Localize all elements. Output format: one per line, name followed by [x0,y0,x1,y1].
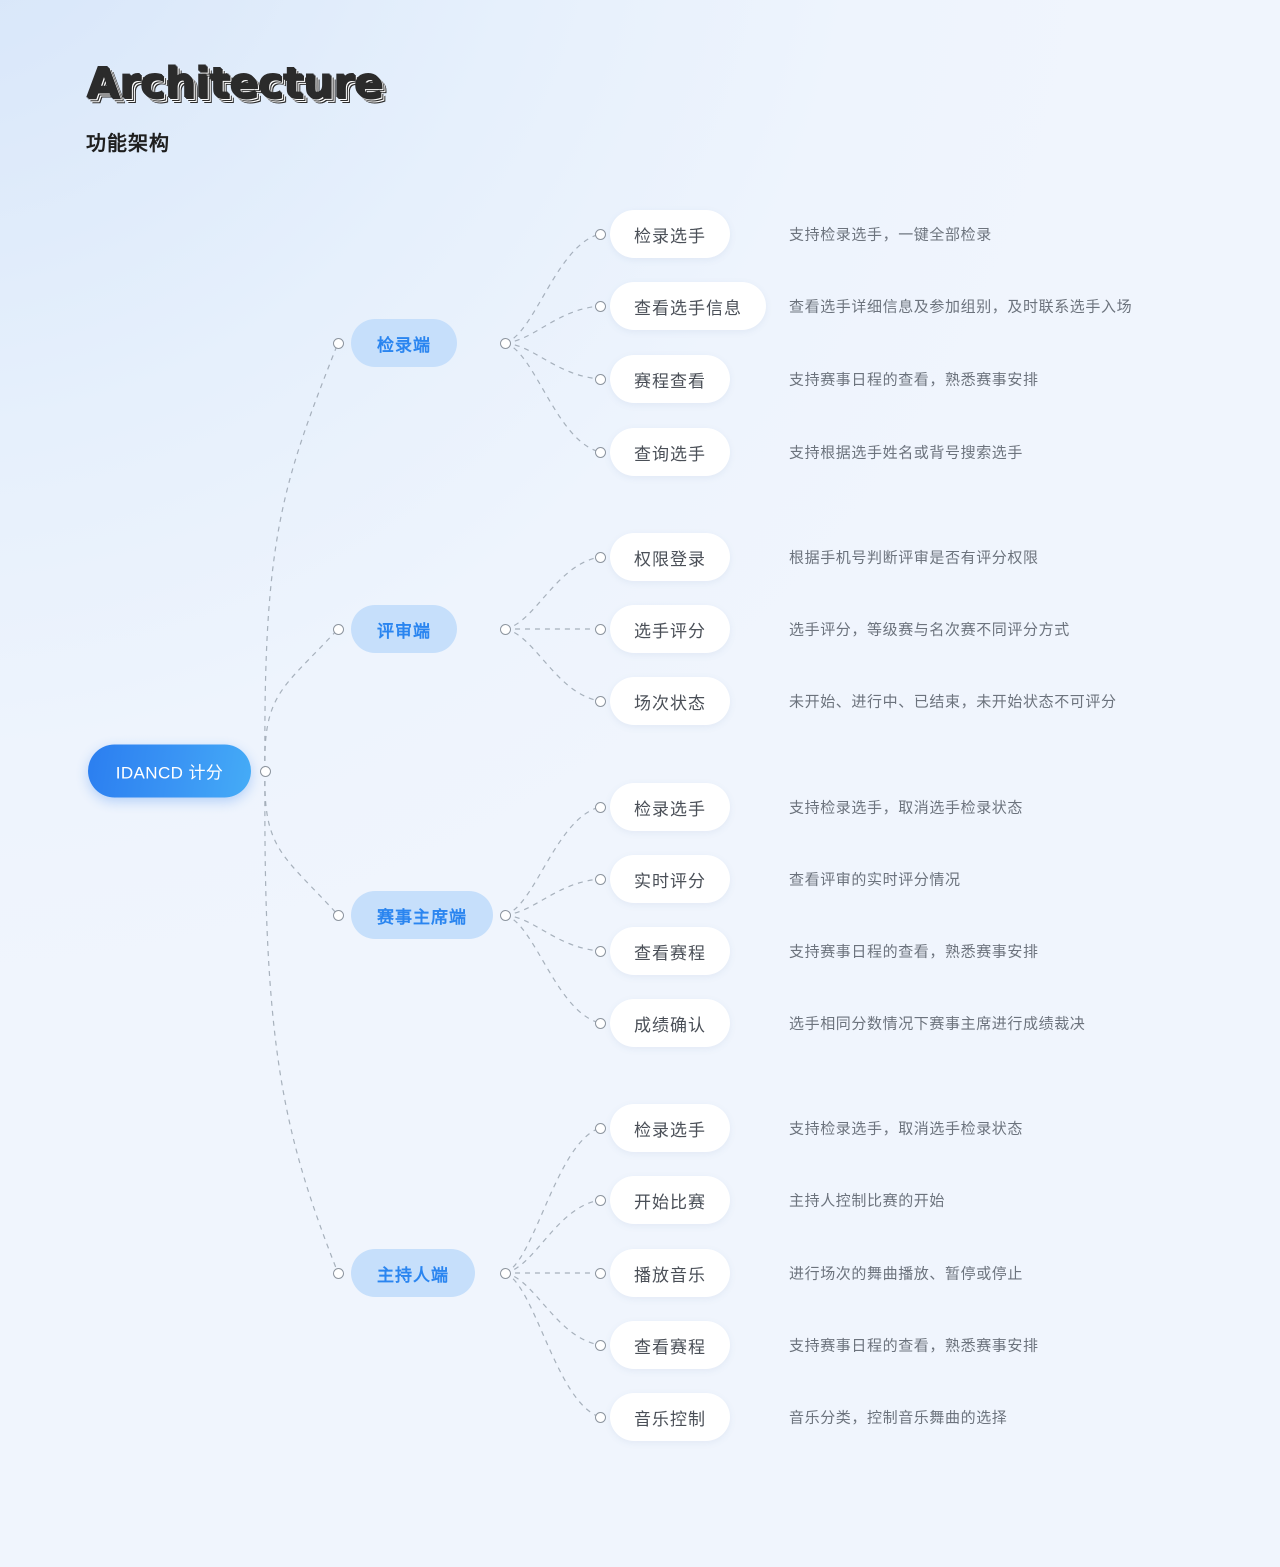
leaf-node-label: 检录选手 [634,1120,706,1140]
leaf-description: 支持赛事日程的查看，熟悉赛事安排 [789,1337,1039,1355]
leaf-node-label: 检录选手 [634,799,706,819]
leaf-node-label: 查看赛程 [634,943,706,963]
branch-in-dot-3[interactable] [332,909,344,921]
leaf-connector-dot[interactable] [594,1339,606,1351]
branch-out-dot-2[interactable] [499,623,511,635]
branch-node-4[interactable]: 主持人端 [351,1249,475,1297]
leaf-connector-dot[interactable] [594,446,606,458]
leaf-connector-dot[interactable] [594,228,606,240]
leaf-description: 支持根据选手姓名或背号搜索选手 [789,444,1024,462]
leaf-description: 支持赛事日程的查看，熟悉赛事安排 [789,371,1039,389]
leaf-connector-dot[interactable] [594,623,606,635]
page-title: Architecture [86,58,383,108]
leaf-description: 查看评审的实时评分情况 [789,871,961,889]
leaf-description: 支持检录选手，一键全部检录 [789,226,992,244]
branch-out-dot-3[interactable] [499,909,511,921]
leaf-node-label: 播放音乐 [634,1265,706,1285]
leaf-description: 音乐分类，控制音乐舞曲的选择 [789,1409,1008,1427]
branch-out-dot-1[interactable] [499,337,511,349]
branch-in-dot-4[interactable] [332,1267,344,1279]
leaf-node-label: 检录选手 [634,226,706,246]
leaf-connector-dot[interactable] [594,300,606,312]
leaf-node[interactable]: 查询选手 [610,428,730,476]
leaf-description: 主持人控制比赛的开始 [789,1192,946,1210]
leaf-node[interactable]: 检录选手 [610,1104,730,1152]
leaf-node-label: 选手评分 [634,621,706,641]
leaf-node-label: 权限登录 [634,549,706,569]
leaf-connector-dot[interactable] [594,695,606,707]
branch-node-1[interactable]: 检录端 [351,319,457,367]
leaf-description: 支持赛事日程的查看，熟悉赛事安排 [789,943,1039,961]
leaf-node-label: 赛程查看 [634,371,706,391]
leaf-description: 支持检录选手，取消选手检录状态 [789,799,1024,817]
leaf-node[interactable]: 查看赛程 [610,927,730,975]
branch-out-dot-4[interactable] [499,1267,511,1279]
leaf-description: 根据手机号判断评审是否有评分权限 [789,549,1039,567]
leaf-node-label: 成绩确认 [634,1015,706,1035]
branch-node-2[interactable]: 评审端 [351,605,457,653]
leaf-node-label: 场次状态 [634,693,706,713]
leaf-node-label: 实时评分 [634,871,706,891]
page-header: Architecture 功能架构 [86,58,383,156]
leaf-connector-dot[interactable] [594,1017,606,1029]
root-connector-dot[interactable] [259,765,271,777]
leaf-node-label: 音乐控制 [634,1409,706,1429]
leaf-node[interactable]: 开始比赛 [610,1176,730,1224]
leaf-connector-dot[interactable] [594,945,606,957]
leaf-connector-dot[interactable] [594,1411,606,1423]
leaf-node[interactable]: 检录选手 [610,783,730,831]
page-subtitle: 功能架构 [86,133,170,155]
leaf-connector-dot[interactable] [594,1267,606,1279]
leaf-description: 未开始、进行中、已结束，未开始状态不可评分 [789,693,1117,711]
leaf-node[interactable]: 权限登录 [610,533,730,581]
leaf-node[interactable]: 选手评分 [610,605,730,653]
leaf-description: 支持检录选手，取消选手检录状态 [789,1120,1024,1138]
leaf-description: 选手相同分数情况下赛事主席进行成绩裁决 [789,1015,1086,1033]
leaf-connector-dot[interactable] [594,873,606,885]
leaf-node[interactable]: 赛程查看 [610,355,730,403]
branch-in-dot-1[interactable] [332,337,344,349]
leaf-node-label: 开始比赛 [634,1192,706,1212]
leaf-node[interactable]: 场次状态 [610,677,730,725]
leaf-node-label: 查询选手 [634,444,706,464]
leaf-description: 查看选手详细信息及参加组别，及时联系选手入场 [789,298,1133,316]
branch-in-dot-2[interactable] [332,623,344,635]
leaf-node[interactable]: 查看选手信息 [610,282,766,330]
leaf-description: 进行场次的舞曲播放、暂停或停止 [789,1265,1024,1283]
leaf-node[interactable]: 检录选手 [610,210,730,258]
leaf-node-label: 查看选手信息 [634,298,742,318]
leaf-node[interactable]: 播放音乐 [610,1249,730,1297]
branch-node-label: 评审端 [377,621,431,641]
leaf-node-label: 查看赛程 [634,1337,706,1357]
leaf-connector-dot[interactable] [594,551,606,563]
branch-node-label: 主持人端 [377,1265,449,1285]
leaf-connector-dot[interactable] [594,373,606,385]
leaf-node[interactable]: 实时评分 [610,855,730,903]
leaf-node[interactable]: 成绩确认 [610,999,730,1047]
leaf-connector-dot[interactable] [594,1194,606,1206]
branch-node-label: 赛事主席端 [377,907,467,927]
root-node-label: IDANCD 计分 [115,763,224,783]
branch-node-label: 检录端 [377,335,431,355]
leaf-connector-dot[interactable] [594,1122,606,1134]
leaf-connector-dot[interactable] [594,801,606,813]
leaf-node[interactable]: 音乐控制 [610,1393,730,1441]
leaf-node[interactable]: 查看赛程 [610,1321,730,1369]
branch-node-3[interactable]: 赛事主席端 [351,891,493,939]
root-node[interactable]: IDANCD 计分 [88,744,251,798]
leaf-description: 选手评分，等级赛与名次赛不同评分方式 [789,621,1070,639]
